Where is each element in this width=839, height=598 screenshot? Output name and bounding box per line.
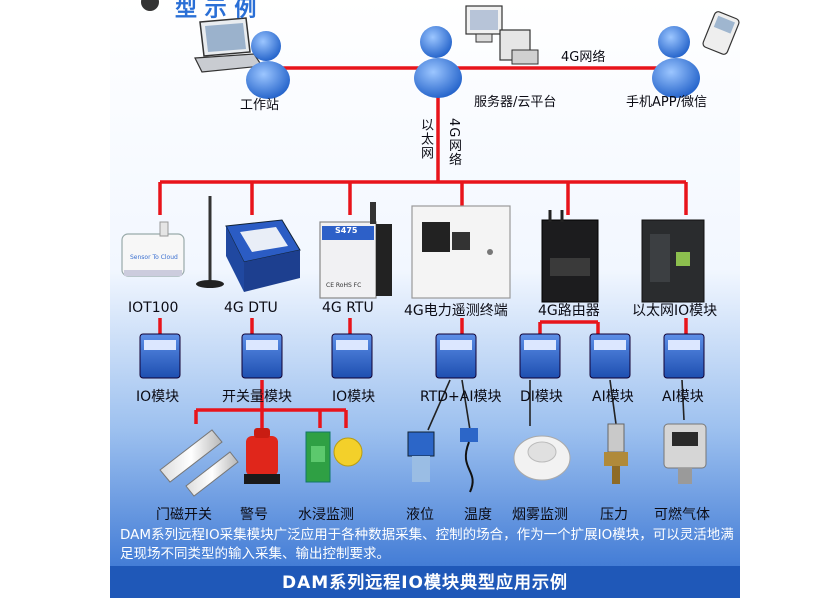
laptop-icon (194, 17, 264, 73)
label-module-ai2: AI模块 (662, 389, 704, 405)
label-power-terminal: 4G电力遥测终端 (404, 303, 508, 319)
label-module-rtd-ai: RTD+AI模块 (420, 389, 502, 405)
network-lines (158, 66, 688, 430)
module-ai2-icon (663, 333, 705, 379)
pressure-sensor-icon (604, 423, 628, 484)
module-icons (139, 333, 705, 379)
label-temperature: 温度 (464, 507, 492, 523)
module-ai1-icon (589, 333, 631, 379)
sensor-wires (427, 379, 685, 431)
label-eth-io: 以太网IO模块 (632, 303, 718, 319)
power-terminal-device (411, 205, 511, 299)
iot100-device (121, 221, 185, 277)
label-module-switch: 开关量模块 (222, 389, 292, 405)
module-rtd-ai-icon (435, 333, 477, 379)
rtu-model-text: S475 (335, 226, 358, 235)
label-mobile: 手机APP/微信 (626, 95, 707, 110)
label-4g-router: 4G路由器 (538, 303, 600, 319)
label-alarm: 警号 (240, 507, 268, 523)
label-iot100: IOT100 (128, 300, 179, 316)
footer-title: DAM系列远程IO模块典型应用示例 (282, 573, 568, 593)
sensor-brand-text: Sensor To Cloud (130, 254, 178, 261)
label-smoke: 烟雾监测 (512, 507, 568, 523)
label-4g-network-vertical: 4G网络 (446, 118, 461, 167)
module-di-icon (519, 333, 561, 379)
door-magnet-icon (159, 429, 239, 497)
water-sensor-icon (305, 431, 363, 483)
label-4g-rtu: 4G RTU (322, 300, 374, 316)
label-door-sensor: 门磁开关 (156, 507, 212, 523)
label-4g-dtu: 4G DTU (224, 300, 278, 316)
label-workstation: 工作站 (240, 98, 280, 113)
dtu4g-device (225, 219, 301, 292)
label-module-io1: IO模块 (136, 389, 180, 405)
workstation-person-icon (246, 31, 290, 99)
label-water-sensor: 水浸监测 (298, 507, 354, 523)
module-io1-icon (139, 333, 181, 379)
rtu-cert-text: CE RoHS FC (326, 282, 362, 289)
label-4g-network-top: 4G网络 (561, 50, 606, 65)
module-io2-icon (331, 333, 373, 379)
eth-io-device (641, 219, 705, 303)
gas-detector-icon (663, 423, 707, 484)
rtu4g-device (319, 202, 392, 299)
temperature-sensor-icon (460, 428, 478, 493)
router4g-device (541, 210, 599, 303)
antenna-icon (196, 196, 224, 288)
label-server: 服务器/云平台 (474, 95, 557, 110)
label-level: 液位 (406, 507, 434, 523)
server-person-icon (414, 26, 462, 98)
logo-icon (141, 0, 159, 11)
server-computer-icon (465, 5, 539, 65)
mobile-person-icon (652, 26, 700, 98)
phone-icon (702, 11, 740, 55)
footer-band (110, 566, 740, 598)
smoke-detector-icon (513, 435, 571, 481)
alarm-beacon-icon (244, 428, 280, 484)
label-ethernet-link: 以太网 (418, 118, 433, 160)
description-text: DAM系列远程IO采集模块广泛应用于各种数据采集、控制的场合，作为一个扩展IO模… (120, 527, 734, 562)
module-switch-icon (241, 333, 283, 379)
background-panel (110, 0, 740, 598)
label-module-di: DI模块 (520, 389, 563, 405)
page-title: 型 示 例 (175, 0, 257, 22)
label-module-ai1: AI模块 (592, 389, 634, 405)
label-gas: 可燃气体 (654, 507, 710, 523)
level-sensor-icon (407, 431, 435, 482)
label-pressure: 压力 (600, 507, 628, 523)
label-module-io2: IO模块 (332, 389, 376, 405)
